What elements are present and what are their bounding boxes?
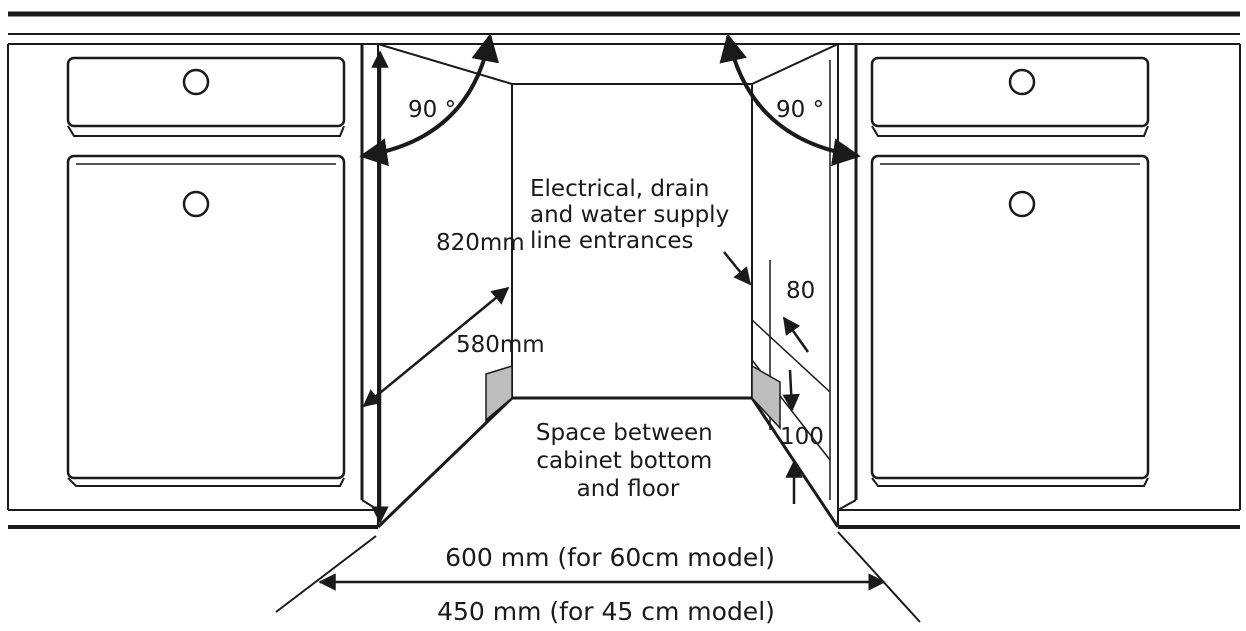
width-45-label: 450 mm (for 45 cm model) <box>437 597 775 626</box>
floor-space-label: Space between cabinet bottom and floor <box>536 420 720 502</box>
angle-right-label: 90 ° <box>776 97 824 123</box>
depth-dimension <box>362 286 510 408</box>
floor-space-label-line-1: Space between <box>536 420 713 446</box>
left-drawer <box>66 56 346 137</box>
right-door <box>870 154 1150 487</box>
line-entrances-label-line-3: line entrances <box>530 228 693 254</box>
depth-label: 580mm <box>456 332 545 358</box>
line-entrances-label: Electrical, drain and water supply line … <box>530 176 737 254</box>
line-entrances-label-line-1: Electrical, drain <box>530 176 709 202</box>
line-entrances-label-line-2: and water supply <box>530 202 729 228</box>
floor-gap-height-label: 100 <box>780 424 824 450</box>
left-door-knob-icon <box>182 190 210 218</box>
width-dimension <box>275 531 921 623</box>
left-cabinet <box>7 44 379 527</box>
right-floor-gap-block <box>751 364 781 430</box>
right-door-knob-icon <box>1008 190 1036 218</box>
left-drawer-knob-icon <box>182 68 210 96</box>
entrance-height-dimension <box>782 316 810 412</box>
door-swing-right <box>719 33 861 167</box>
width-60-label: 600 mm (for 60cm model) <box>445 543 775 572</box>
floor-space-label-line-3: and floor <box>577 476 680 502</box>
right-cabinet <box>837 44 1241 527</box>
left-door <box>66 154 346 487</box>
entrance-height-label: 80 <box>786 278 815 304</box>
floor-space-label-line-2: cabinet bottom <box>536 448 712 474</box>
countertop <box>8 11 1240 45</box>
line-entrance-pointer <box>723 251 752 286</box>
floor-lines <box>8 509 1240 529</box>
angle-left-label: 90 ° <box>408 97 456 123</box>
right-drawer <box>870 56 1150 137</box>
height-label: 820mm <box>436 230 525 256</box>
right-drawer-knob-icon <box>1008 68 1036 96</box>
